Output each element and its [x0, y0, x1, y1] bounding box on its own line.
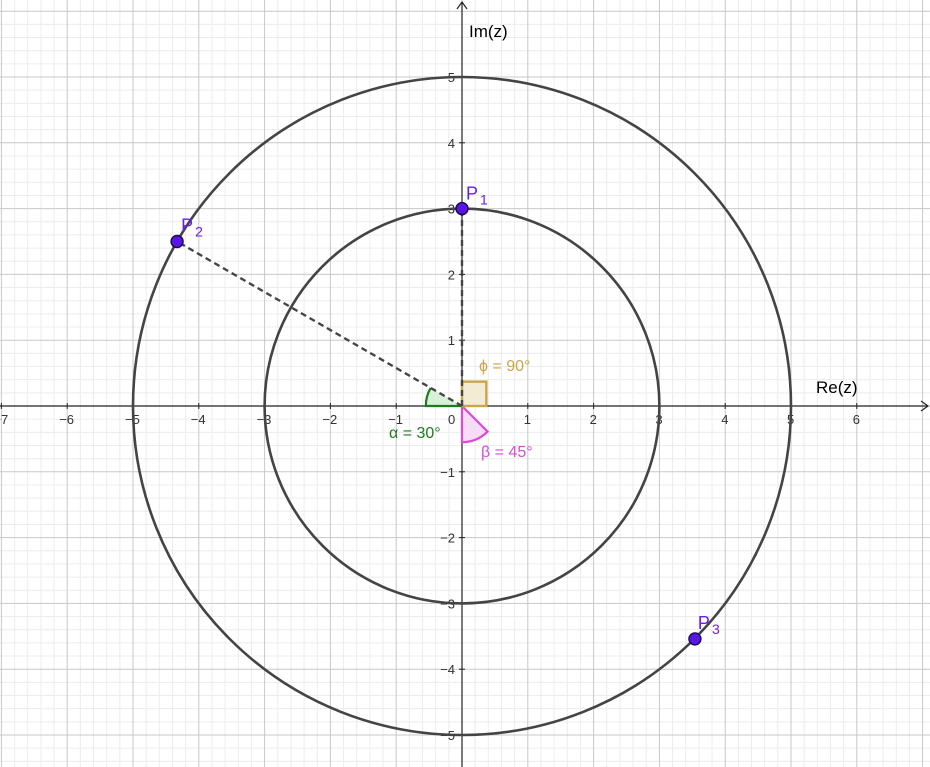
x-tick-label: 4	[721, 412, 728, 427]
y-axis-title: Im(z)	[469, 22, 508, 41]
point-label-subscript: 3	[712, 621, 720, 637]
point-p2	[170, 234, 184, 249]
angle-markers: α = 30° β = 45° ϕ = 90°	[389, 358, 533, 461]
x-tick-label: 0	[448, 412, 455, 427]
circle-radius-5	[131, 75, 793, 737]
x-tick-label: −4	[191, 412, 206, 427]
beta-angle-sector	[460, 403, 490, 444]
x-tick-label: −2	[322, 412, 337, 427]
point-label-letter: P	[466, 184, 478, 204]
x-axis-arrow	[920, 400, 930, 412]
x-tick-label: −1	[388, 412, 403, 427]
y-axis-arrow	[456, 0, 468, 10]
y-tick-label: 2	[448, 267, 455, 282]
x-tick-label: −7	[0, 412, 8, 427]
point-label-letter: P	[181, 216, 193, 236]
beta-angle-label: β = 45°	[481, 444, 533, 461]
phi-right-angle-marker	[460, 380, 488, 408]
y-tick-label: 1	[448, 333, 455, 348]
x-axis-title: Re(z)	[816, 378, 858, 397]
alpha-angle-arc	[424, 387, 462, 408]
dashed-segment-to-p2	[176, 240, 463, 408]
segments	[176, 208, 464, 408]
y-tick-label: 4	[448, 136, 455, 151]
point-label-subscript: 2	[195, 224, 203, 240]
phi-angle-label: ϕ = 90°	[479, 358, 530, 375]
y-tick-label: −1	[440, 465, 455, 480]
x-tick-label: 1	[524, 412, 531, 427]
x-tick-label: 6	[853, 412, 860, 427]
y-tick-label: −4	[440, 662, 455, 677]
point-p1	[455, 201, 469, 216]
point-p3	[688, 632, 702, 646]
alpha-angle-fill	[425, 387, 462, 406]
alpha-angle-label: α = 30°	[389, 425, 441, 442]
y-tick-label: −2	[440, 531, 455, 546]
x-tick-label: 2	[590, 412, 597, 427]
point-label-subscript: 1	[480, 192, 488, 208]
x-tick-label: −6	[59, 412, 74, 427]
point-label-letter: P	[698, 613, 710, 633]
